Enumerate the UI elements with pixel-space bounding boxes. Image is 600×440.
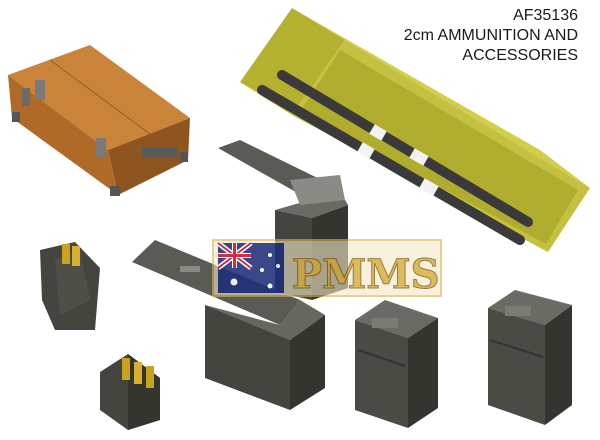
- australian-flag-icon: [216, 241, 284, 293]
- barrel: [257, 85, 525, 245]
- drum-magazine: [40, 242, 100, 330]
- olive-barrel-case: [240, 8, 590, 252]
- barrel: [277, 70, 533, 227]
- watermark: PMMS: [212, 239, 442, 299]
- watermark-text: PMMS: [292, 251, 440, 298]
- product-title-line1: 2cm AMMUNITION AND: [403, 27, 578, 44]
- ammo-can-closed: [488, 290, 572, 425]
- ammo-can-closed: [355, 300, 438, 428]
- wooden-crate: [8, 45, 190, 196]
- box-magazine: [100, 354, 160, 430]
- product-title-line2: ACCESSORIES: [462, 47, 578, 64]
- product-code: AF35136: [513, 7, 578, 24]
